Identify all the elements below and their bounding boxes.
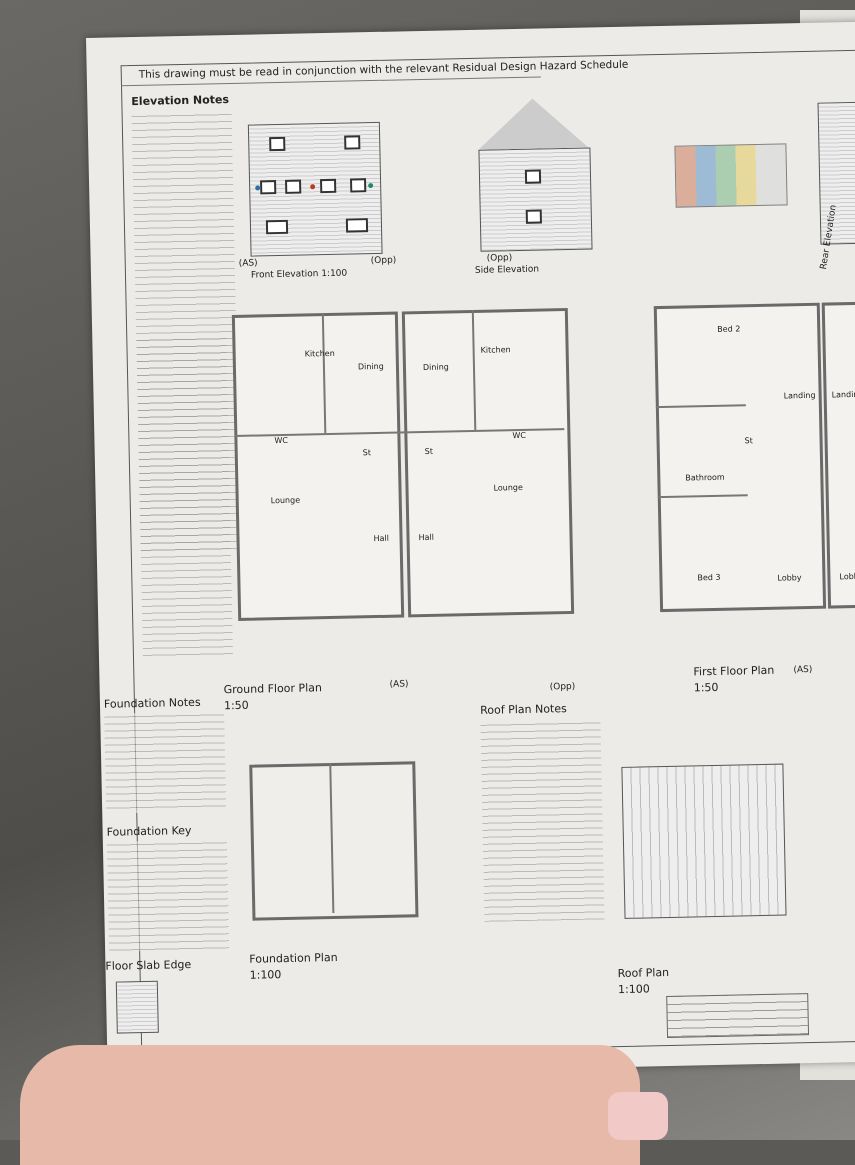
roof-plan-notes-text xyxy=(480,719,605,922)
front-elevation-opp: (Opp) xyxy=(370,255,397,267)
ground-floor-opp: (Opp) xyxy=(549,681,576,693)
room-label: Landing xyxy=(831,389,855,400)
front-elevation-as: (AS) xyxy=(238,258,258,269)
floor-slab-edge-detail xyxy=(115,980,159,1034)
first-floor-as: (AS) xyxy=(793,664,813,676)
room-label: WC xyxy=(512,430,527,441)
room-label: Bathroom xyxy=(685,472,725,483)
room-label: St xyxy=(744,436,753,446)
room-label: Lounge xyxy=(270,495,301,506)
front-elevation-drawing xyxy=(247,121,383,257)
foundation-notes-title: Foundation Notes xyxy=(103,695,201,711)
finish-schedule-table xyxy=(674,143,788,208)
side-elevation-opp: (Opp) xyxy=(486,253,513,264)
room-label: Dining xyxy=(422,362,449,373)
roof-plan-notes-title: Roof Plan Notes xyxy=(480,702,567,717)
first-floor-scale: 1:50 xyxy=(693,680,719,695)
first-floor-plan xyxy=(653,302,827,613)
side-elevation-gable xyxy=(477,97,589,150)
side-elevation-title: Side Elevation xyxy=(474,264,540,276)
room-label: Kitchen xyxy=(304,348,335,359)
room-label: Lobby xyxy=(777,573,802,583)
side-elevation-drawing xyxy=(478,147,593,252)
ground-floor-title: Ground Floor Plan xyxy=(223,681,323,697)
floor-slab-edge-title: Floor Slab Edge xyxy=(105,958,192,973)
room-label: Bed 3 xyxy=(697,572,721,583)
first-floor-title: First Floor Plan xyxy=(693,663,775,679)
foundation-key-title: Foundation Key xyxy=(106,823,192,839)
elevation-notes-title: Elevation Notes xyxy=(131,93,230,109)
room-label: St xyxy=(362,448,372,458)
title-block xyxy=(666,993,810,1039)
ground-floor-as: (AS) xyxy=(389,679,409,690)
room-label: Hall xyxy=(373,533,390,544)
roof-plan-drawing xyxy=(621,763,787,919)
room-label: Kitchen xyxy=(480,345,511,355)
front-elevation-title: Front Elevation 1:100 xyxy=(250,268,348,281)
room-label: Lobby xyxy=(839,571,855,582)
foundation-plan-scale: 1:100 xyxy=(249,968,282,982)
plan-notes-text xyxy=(136,335,233,657)
foundation-notes-text xyxy=(104,711,227,814)
foundation-key-text xyxy=(106,839,230,952)
room-label: Lounge xyxy=(493,482,523,493)
drawing-sheet: This drawing must be read in conjunction… xyxy=(86,21,855,1078)
foundation-plan-title: Foundation Plan xyxy=(249,950,338,966)
room-label: Bed 2 xyxy=(717,324,741,334)
room-label: WC xyxy=(274,435,289,446)
room-label: St xyxy=(424,446,434,456)
rear-elevation-drawing xyxy=(817,101,855,245)
roof-plan-scale: 1:100 xyxy=(617,982,650,997)
hand xyxy=(20,1045,640,1165)
room-label: Landing xyxy=(783,390,816,401)
watch xyxy=(608,1092,668,1140)
roof-plan-title: Roof Plan xyxy=(617,965,670,981)
ground-floor-scale: 1:50 xyxy=(223,698,249,713)
room-label: Hall xyxy=(418,532,435,543)
room-label: Dining xyxy=(357,361,384,372)
first-floor-plan-opp xyxy=(821,301,855,609)
